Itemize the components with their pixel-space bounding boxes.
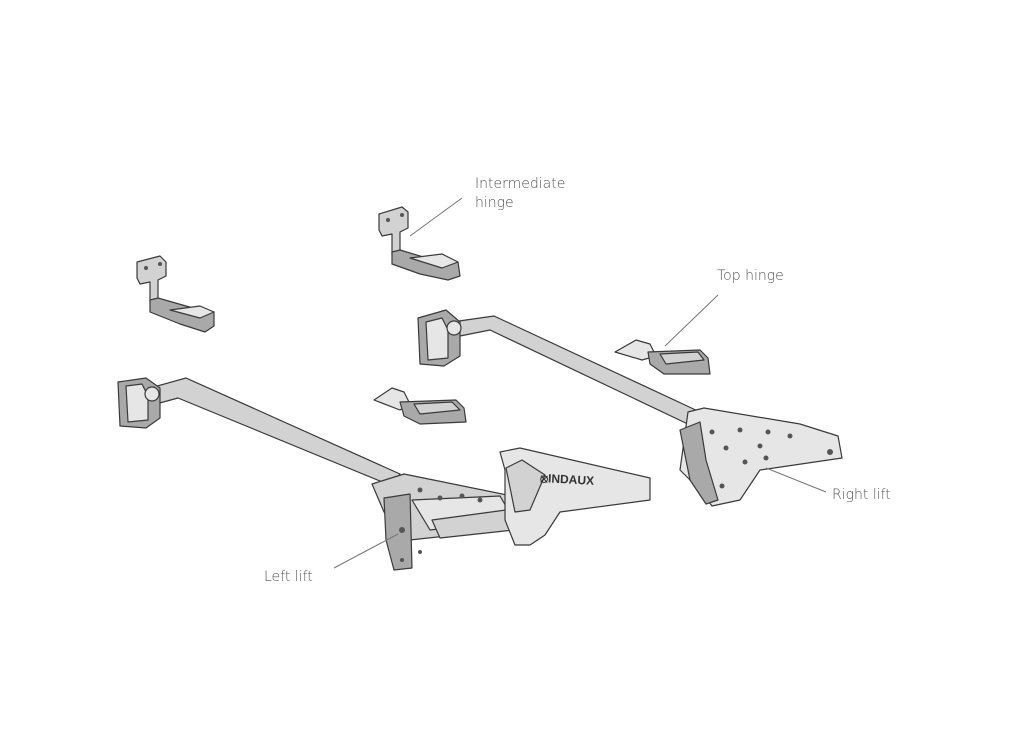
left-lift-leader [333, 533, 399, 569]
middle-hinge [373, 387, 467, 425]
right-lift-arm [417, 309, 701, 427]
right-lift [679, 407, 843, 507]
intermediate-hinge [378, 206, 461, 281]
left-intermediate-hinge [136, 255, 215, 333]
label-line: Intermediate [475, 176, 566, 192]
label-line: hinge [475, 195, 514, 211]
intermediate-hinge-label: Intermediate hinge [475, 175, 565, 213]
right-lift-label: Right lift [832, 487, 891, 503]
top-hinge [614, 339, 711, 375]
left-lift-label: Left lift [264, 569, 313, 585]
left-lift-arm [117, 377, 401, 487]
top-hinge-leader [664, 294, 719, 347]
indaux-logo: ⦻INDAUX [540, 471, 595, 488]
top-hinge-label: Top hinge [717, 268, 784, 284]
right-lift-leader [765, 467, 827, 493]
intermediate-hinge-leader [409, 197, 463, 237]
left-lift: ⦻INDAUX [371, 447, 651, 571]
